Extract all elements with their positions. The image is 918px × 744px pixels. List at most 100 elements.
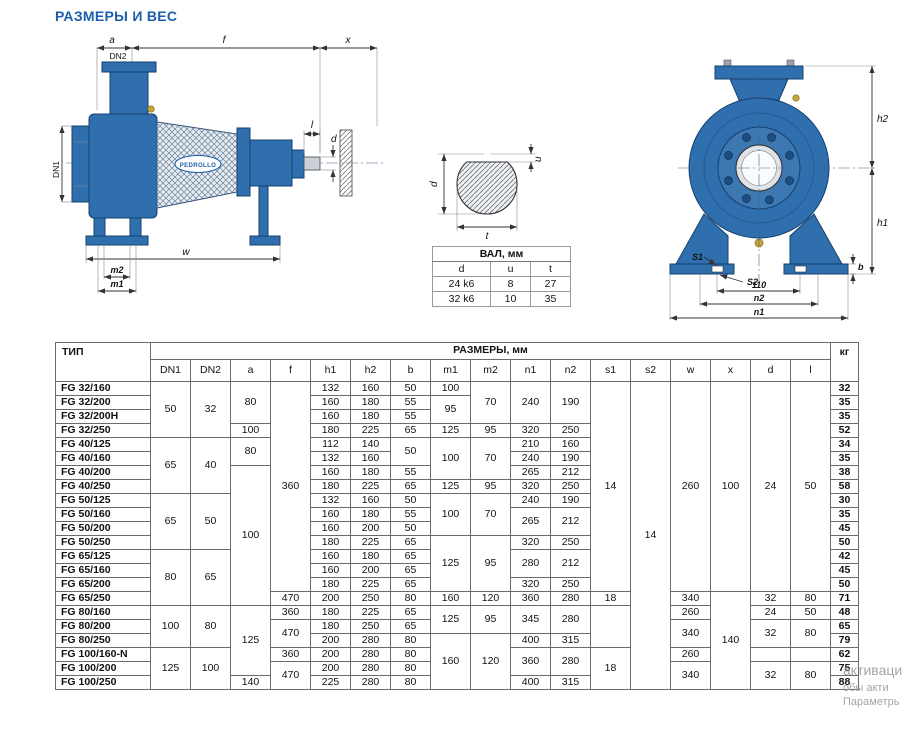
dim-cell: 50 — [390, 521, 431, 536]
dim-cell: 315 — [550, 675, 591, 690]
weight-cell: 88 — [830, 675, 859, 690]
dim-label-h1: h1 — [877, 218, 888, 229]
col-header: h1 — [310, 359, 351, 382]
weight-cell: 35 — [830, 395, 859, 410]
dim-cell: 280 — [350, 647, 391, 662]
brand-label: PEDROLLO — [180, 163, 217, 169]
dim-cell: 250 — [350, 619, 391, 634]
pump-type-cell: FG 32/160 — [55, 381, 151, 396]
weight-cell: 45 — [830, 521, 859, 536]
dim-cell: 240 — [510, 493, 551, 508]
dim-cell: 80 — [390, 647, 431, 662]
vent-plug-icon — [147, 105, 155, 113]
bolt-hole-icon — [765, 195, 774, 205]
col-header: l — [790, 359, 831, 382]
dim-cell: 340 — [670, 619, 711, 648]
dim-cell: 280 — [550, 591, 591, 606]
discharge-flange — [101, 61, 157, 73]
dim-label-b: b — [858, 262, 864, 272]
dim-cell: 250 — [550, 577, 591, 592]
dim-cell: 225 — [350, 605, 391, 620]
dim-cell: 50 — [790, 381, 831, 592]
dim-cell: 50 — [150, 381, 191, 438]
dim-cell: 70 — [470, 493, 511, 536]
dim-cell: 70 — [470, 437, 511, 480]
dim-cell: 265 — [510, 507, 551, 536]
dim-cell: 80 — [790, 619, 831, 648]
dim-cell: 14 — [590, 381, 631, 592]
weight-cell: 45 — [830, 563, 859, 578]
col-header: DN1 — [150, 359, 191, 382]
dim-cell: 260 — [670, 381, 711, 592]
dim-cell: 200 — [350, 521, 391, 536]
dim-cell: 80 — [230, 381, 271, 424]
casing-leg — [93, 217, 106, 237]
bolt-hole-icon — [785, 151, 794, 160]
dim-cell: 65 — [390, 535, 431, 550]
dim-cell: 100 — [710, 381, 751, 592]
dim-cell: 180 — [310, 605, 351, 620]
dim-cell: 400 — [510, 675, 551, 690]
shaft-cell: 10 — [490, 291, 531, 307]
dim-cell: 160 — [310, 549, 351, 564]
dim-cell: 190 — [550, 381, 591, 424]
dim-cell: 340 — [670, 591, 711, 606]
dim-cell: 32 — [190, 381, 231, 438]
dim-cell: 160 — [310, 521, 351, 536]
dim-cell: 55 — [390, 395, 431, 410]
col-header: x — [710, 359, 751, 382]
pump-front-view-drawing: h2 h1 S1 S2 b 110 n2 n1 — [669, 59, 888, 321]
dim-cell: 470 — [270, 591, 311, 606]
weight-cell: 38 — [830, 465, 859, 480]
dim-cell: 32 — [750, 591, 791, 606]
dim-label-d: d — [331, 134, 337, 145]
dim-cell: 280 — [510, 549, 551, 578]
dim-cell: 160 — [310, 563, 351, 578]
dim-cell: 65 — [150, 437, 191, 494]
pump-type-cell: FG 50/125 — [55, 493, 151, 508]
dim-cell: 32 — [750, 619, 791, 648]
bolt-hole-icon — [724, 176, 733, 185]
dim-cell: 24 — [750, 605, 791, 620]
dim-cell: 190 — [550, 493, 591, 508]
col-header: s2 — [630, 359, 671, 382]
dim-label-s1: S1 — [692, 252, 703, 262]
dim-cell: 225 — [310, 675, 351, 690]
dim-cell: 80 — [790, 661, 831, 690]
pump-type-cell: FG 80/200 — [55, 619, 151, 634]
pump-type-cell: FG 65/200 — [55, 577, 151, 592]
dim-cell: 250 — [550, 423, 591, 438]
col-header: b — [390, 359, 431, 382]
dim-cell: 80 — [150, 549, 191, 606]
dim-cell: 180 — [310, 619, 351, 634]
col-header: n2 — [550, 359, 591, 382]
dim-cell: 180 — [350, 395, 391, 410]
pump-type-cell: FG 32/200 — [55, 395, 151, 410]
weight-cell: 32 — [830, 381, 859, 396]
dim-cell: 140 — [230, 675, 271, 690]
dim-cell: 125 — [150, 647, 191, 690]
pump-type-cell: FG 100/160-N — [55, 647, 151, 662]
suction-flange — [71, 125, 90, 203]
dim-cell: 125 — [230, 605, 271, 676]
right-slot — [794, 265, 807, 273]
pump-type-cell: FG 65/250 — [55, 591, 151, 606]
dim-cell: 260 — [670, 605, 711, 620]
bearing-step — [291, 149, 305, 179]
col-header: m1 — [430, 359, 471, 382]
col-header: s1 — [590, 359, 631, 382]
dim-cell: 315 — [550, 633, 591, 648]
dim-cell: 95 — [470, 423, 511, 438]
shaft-col-header: d — [432, 261, 491, 277]
dim-cell: 360 — [510, 591, 551, 606]
dim-cell: 320 — [510, 423, 551, 438]
dim-cell: 14 — [630, 381, 671, 690]
dim-cell: 320 — [510, 535, 551, 550]
dim-label-a: a — [109, 35, 115, 46]
dim-cell: 180 — [310, 479, 351, 494]
